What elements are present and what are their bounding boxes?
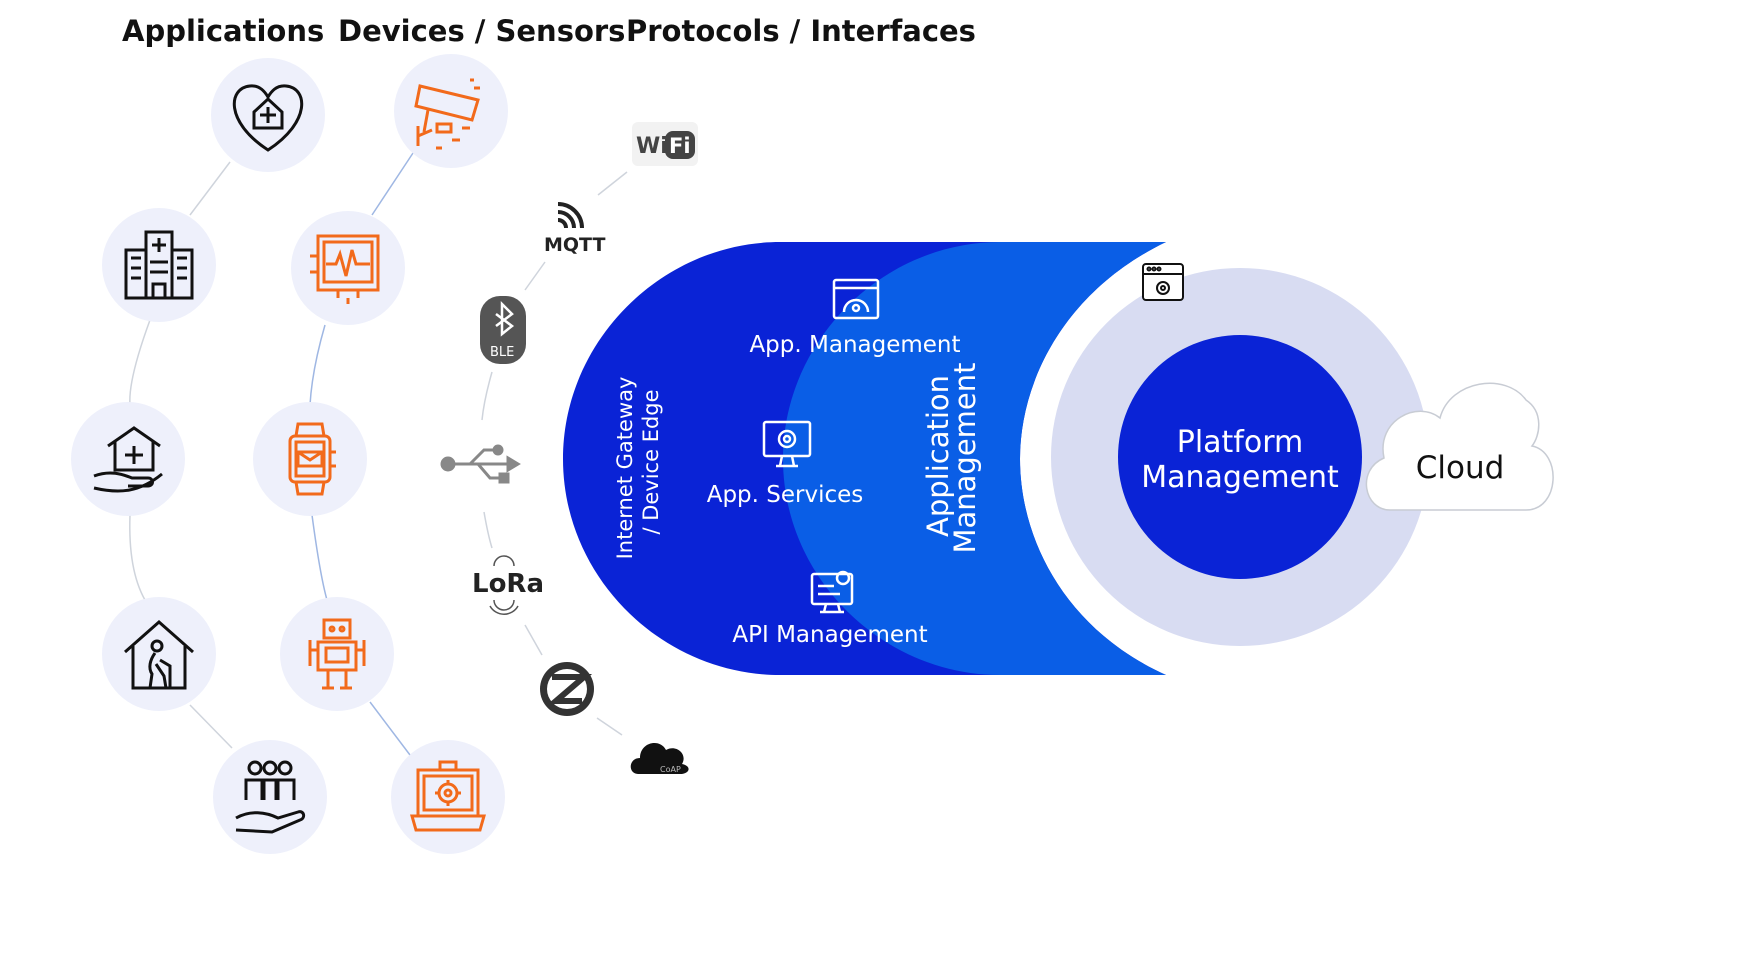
applications-heading: Applications — [122, 14, 325, 48]
app-management-icon — [832, 278, 880, 320]
protocols-arc — [481, 171, 628, 736]
devices-arc — [309, 149, 416, 756]
heart-monitor-icon — [310, 234, 380, 304]
robot-icon — [308, 618, 366, 690]
usb-icon — [440, 444, 521, 484]
hand-family-icon — [235, 760, 306, 834]
application-node — [213, 740, 327, 854]
hand-home-care-icon — [93, 426, 163, 493]
laptop-settings-icon — [410, 760, 486, 832]
lora-waves-icon — [489, 555, 519, 615]
coap-label: CoAP — [660, 765, 681, 774]
zigbee-logo — [540, 662, 594, 716]
app-management-label: App. Management — [749, 332, 960, 358]
api-management-label: API Management — [732, 622, 927, 648]
device-node — [394, 54, 508, 168]
application-node — [211, 58, 325, 172]
device-node — [280, 597, 394, 711]
cloud-label: Cloud — [1416, 450, 1505, 486]
platform-core — [1118, 335, 1362, 579]
lora-logo: LoRa — [472, 555, 544, 615]
smartwatch-icon — [288, 422, 336, 496]
device-node — [253, 402, 367, 516]
hospital-building-icon — [124, 230, 194, 300]
browser-settings-icon — [1142, 263, 1184, 301]
app-services-icon — [762, 420, 812, 468]
mqtt-logo: MQTT — [544, 202, 605, 256]
device-node — [391, 740, 505, 854]
gateway-shape — [563, 242, 1166, 675]
application-management-line2: Management — [948, 362, 982, 553]
gateway-label-line1: Internet Gateway — [613, 377, 637, 560]
wifi-fi-text: Fi — [669, 134, 691, 158]
bluetooth-icon — [495, 300, 515, 337]
mqtt-signal-icon — [557, 202, 584, 229]
application-node — [102, 208, 216, 322]
cloud-shape — [1365, 382, 1554, 511]
gateway-label-line2: / Device Edge — [639, 389, 663, 534]
ble-label: BLE — [490, 345, 514, 360]
elderly-home-icon — [124, 619, 194, 690]
security-camera-icon — [414, 78, 480, 150]
zigbee-z-icon — [547, 674, 593, 704]
mqtt-label: MQTT — [544, 234, 605, 256]
lora-label: LoRa — [472, 569, 544, 599]
protocols-heading: Protocols / Interfaces — [626, 14, 976, 48]
devices-heading: Devices / Sensors — [338, 14, 626, 48]
coap-logo: CoAP — [630, 743, 689, 774]
platform-label-line2: Management — [1141, 460, 1339, 495]
app-services-label: App. Services — [707, 482, 864, 508]
heart-hospital-icon — [232, 84, 304, 152]
ble-logo: BLE — [480, 296, 526, 364]
application-node — [102, 597, 216, 711]
application-node — [71, 402, 185, 516]
api-management-icon — [810, 570, 854, 614]
coap-cloud-icon — [630, 743, 689, 774]
wifi-wi-text: Wi — [636, 134, 668, 159]
applications-arc — [129, 161, 233, 749]
application-management-line1: Application — [921, 375, 955, 537]
wifi-logo: Wi Fi — [632, 122, 698, 166]
device-node — [291, 211, 405, 325]
platform-label-line1: Platform — [1177, 425, 1304, 460]
